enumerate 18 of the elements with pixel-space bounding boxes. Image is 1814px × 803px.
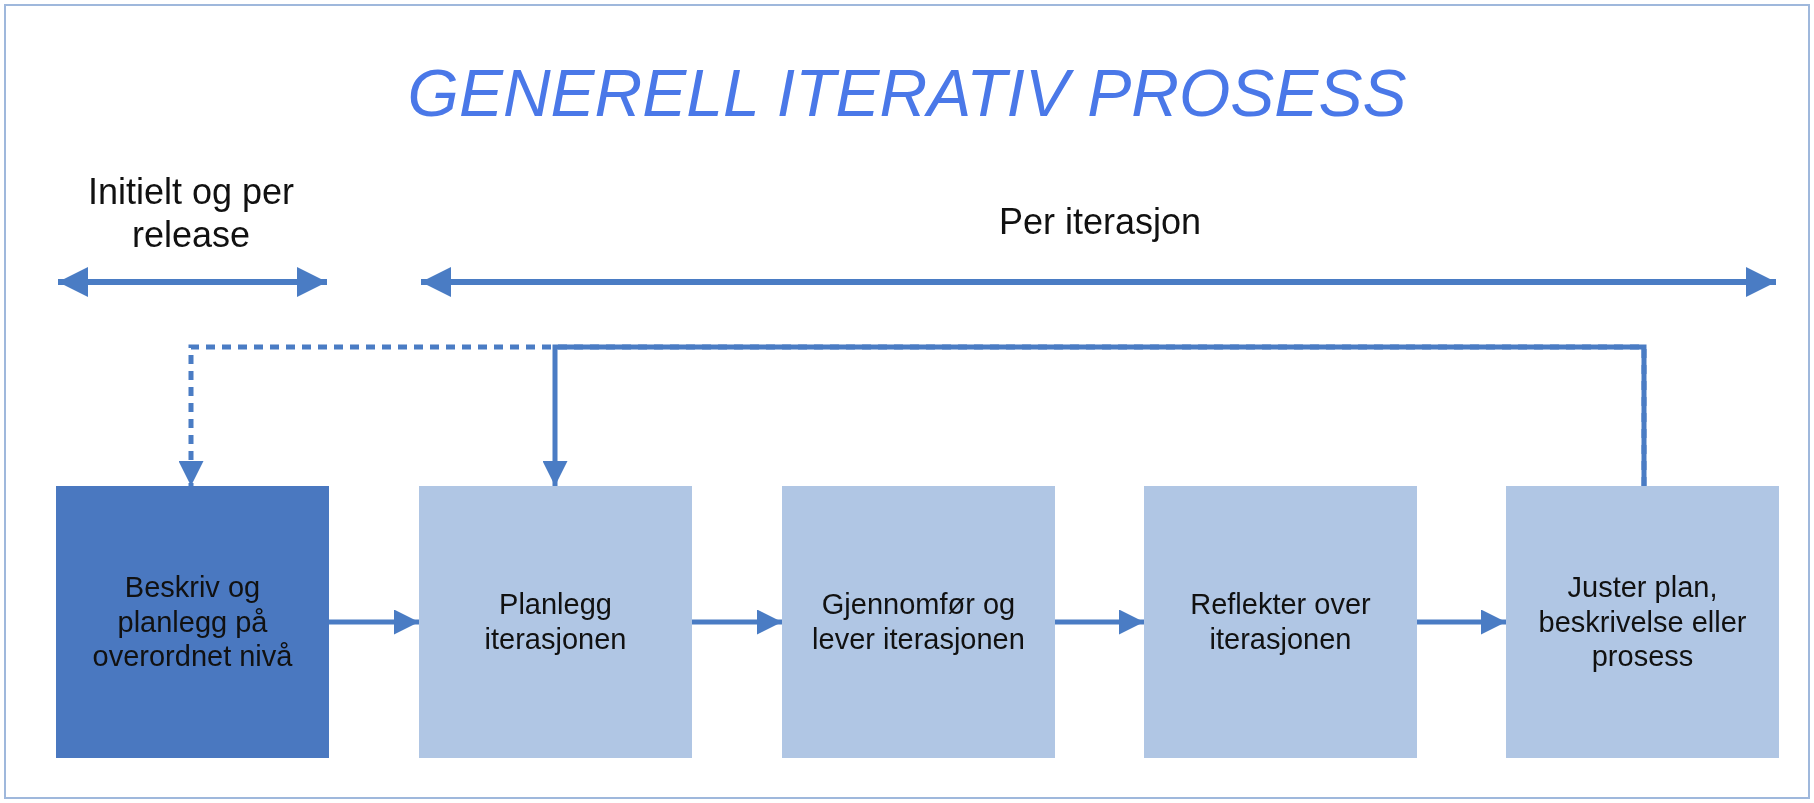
process-box <box>1506 486 1779 758</box>
arrow <box>1055 609 1144 635</box>
process-box <box>1144 486 1417 758</box>
arrow <box>329 609 419 635</box>
box-text: Juster plan, beskrivelse eller prosess <box>1537 569 1748 675</box>
process-box <box>782 486 1055 758</box>
title: GENERELL ITERATIV PROSESS <box>406 55 1408 131</box>
box-text: Planlegg iterasjonen <box>483 587 628 657</box>
process-box <box>419 486 692 758</box>
arrow <box>1417 609 1506 635</box>
span-label: Initielt og per release <box>86 170 296 257</box>
span-label: Per iterasjon <box>997 200 1203 244</box>
process-box <box>56 486 329 758</box>
box-text: Beskriv og planlegg på overordnet nivå <box>91 569 294 675</box>
box-text: Gjennomfør og lever iterasjonen <box>811 587 1026 657</box>
arrow <box>542 344 1647 486</box>
arrow <box>692 609 782 635</box>
box-text: Reflekter over iterasjonen <box>1189 587 1372 657</box>
